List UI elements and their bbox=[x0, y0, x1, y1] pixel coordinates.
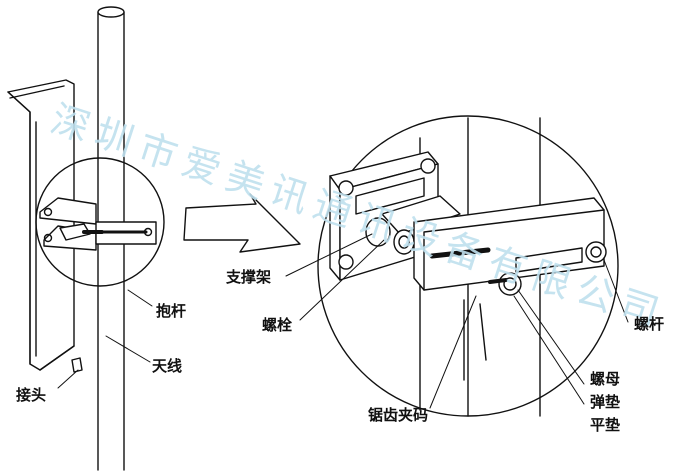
label-screw-rod: 螺杆 bbox=[634, 315, 665, 333]
detail-circle-small bbox=[35, 157, 165, 287]
label-support-bracket: 支撑架 bbox=[226, 268, 272, 286]
label-bolt: 螺栓 bbox=[262, 316, 293, 334]
antenna-panel bbox=[7, 79, 83, 373]
label-connector: 接头 bbox=[16, 386, 47, 404]
bracket-small bbox=[39, 197, 157, 251]
label-serrated-clamp: 锯齿夹码 bbox=[368, 406, 429, 424]
serrated-clamp-large bbox=[413, 197, 607, 381]
label-flat-washer: 平垫 bbox=[590, 416, 621, 434]
zoom-arrow bbox=[183, 193, 301, 253]
leader-lines bbox=[57, 233, 629, 409]
label-antenna: 天线 bbox=[152, 357, 183, 375]
bolt-assembly bbox=[365, 195, 461, 255]
label-nut: 螺母 bbox=[590, 370, 621, 388]
label-spring-washer: 弹垫 bbox=[590, 393, 621, 411]
label-pole: 抱杆 bbox=[156, 302, 187, 320]
